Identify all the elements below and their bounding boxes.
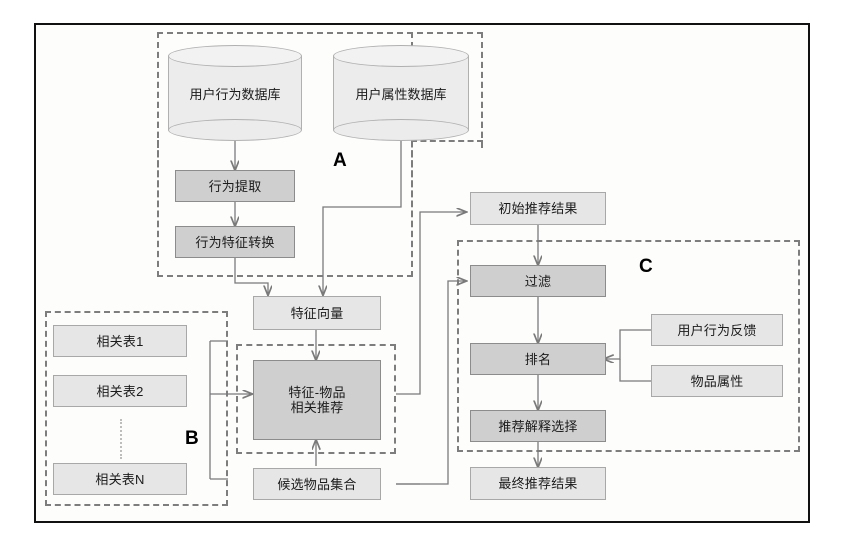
group-a-box-lower xyxy=(157,140,413,277)
group-a-label: A xyxy=(333,150,347,171)
group-a-step-edge xyxy=(411,140,483,148)
group-b-label: B xyxy=(185,428,199,449)
node-feature-item-recommend-line2: 相关推荐 xyxy=(290,400,344,415)
group-a-box-visible xyxy=(157,32,483,148)
cylinder-top xyxy=(168,45,302,67)
node-filter[interactable]: 过滤 xyxy=(470,265,606,297)
node-behavior-feature-transform[interactable]: 行为特征转换 xyxy=(175,226,295,258)
node-rank[interactable]: 排名 xyxy=(470,343,606,375)
node-feature-vector[interactable]: 特征向量 xyxy=(253,296,381,330)
node-feature-item-recommend-line1: 特征-物品 xyxy=(288,385,346,400)
group-b-box xyxy=(45,311,228,506)
cylinder-bottom xyxy=(333,119,469,141)
node-candidate-item-set[interactable]: 候选物品集合 xyxy=(253,468,381,500)
cylinder-body xyxy=(168,56,302,130)
related-table-ellipsis xyxy=(120,419,122,459)
node-related-table-n[interactable]: 相关表N xyxy=(53,463,187,495)
node-feature-item-recommend[interactable]: 特征-物品 相关推荐 xyxy=(253,360,381,440)
user-behavior-db: 用户行为数据库 xyxy=(168,45,302,141)
user-behavior-db-label: 用户行为数据库 xyxy=(189,86,281,102)
cylinder-bottom xyxy=(168,119,302,141)
node-related-table-2[interactable]: 相关表2 xyxy=(53,375,187,407)
node-explain-select[interactable]: 推荐解释选择 xyxy=(470,410,606,442)
node-item-attribute[interactable]: 物品属性 xyxy=(651,365,783,397)
node-initial-result[interactable]: 初始推荐结果 xyxy=(470,192,606,225)
group-c-label: C xyxy=(639,256,653,277)
node-final-result[interactable]: 最终推荐结果 xyxy=(470,467,606,500)
group-a-seam-mask xyxy=(159,138,411,144)
node-related-table-1[interactable]: 相关表1 xyxy=(53,325,187,357)
node-user-behavior-feedback[interactable]: 用户行为反馈 xyxy=(651,314,783,346)
node-behavior-extract[interactable]: 行为提取 xyxy=(175,170,295,202)
cylinder-top xyxy=(333,45,469,67)
user-attribute-db: 用户属性数据库 xyxy=(333,45,469,141)
user-attribute-db-label: 用户属性数据库 xyxy=(355,86,447,102)
cylinder-body xyxy=(333,56,469,130)
